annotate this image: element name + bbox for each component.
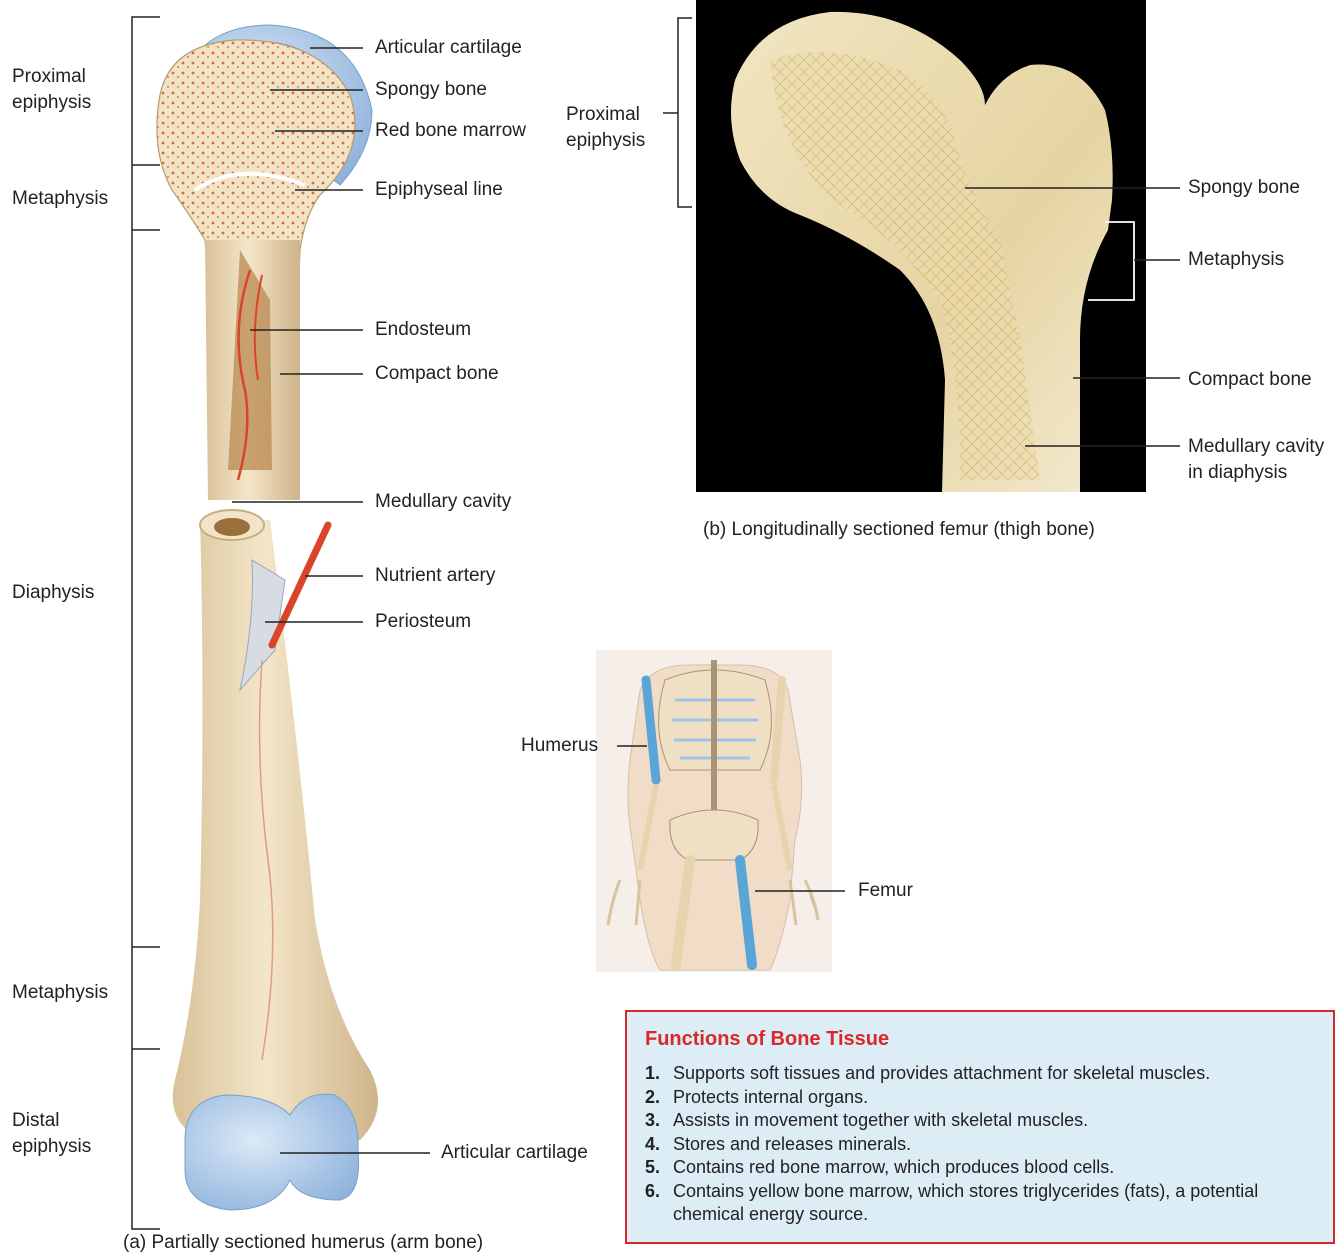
humerus-articular-cartilage-bottom <box>185 1094 359 1210</box>
humerus-label-metaphysis-top: Metaphysis <box>12 186 108 212</box>
femur-label-proximal-epiphysis: Proximal epiphysis <box>566 102 645 154</box>
femur-photo <box>696 0 1146 492</box>
humerus-label-compact-bone: Compact bone <box>375 361 499 387</box>
femur-label-spongy-bone: Spongy bone <box>1188 175 1300 201</box>
functions-item-text: Protects internal organs. <box>673 1087 868 1107</box>
functions-item-text: Assists in movement together with skelet… <box>673 1110 1088 1130</box>
humerus-label-red-bone-marrow: Red bone marrow <box>375 118 526 144</box>
humerus-label-distal-epiphysis: Distal epiphysis <box>12 1108 91 1160</box>
functions-list: 1.Supports soft tissues and provides att… <box>645 1062 1333 1227</box>
humerus-caption: (a) Partially sectioned humerus (arm bon… <box>123 1232 483 1254</box>
humerus-label-medullary-cavity: Medullary cavity <box>375 489 511 515</box>
femur-caption: (b) Longitudinally sectioned femur (thig… <box>703 519 1095 541</box>
functions-item-text: Contains red bone marrow, which produces… <box>673 1157 1114 1177</box>
functions-item: 1.Supports soft tissues and provides att… <box>645 1062 1333 1086</box>
skeleton-label-femur: Femur <box>858 878 913 904</box>
functions-item: 4.Stores and releases minerals. <box>645 1133 1333 1157</box>
functions-title: Functions of Bone Tissue <box>645 1028 889 1051</box>
humerus-label-endosteum: Endosteum <box>375 317 471 343</box>
humerus-label-spongy-bone: Spongy bone <box>375 77 487 103</box>
functions-item: 5.Contains red bone marrow, which produc… <box>645 1156 1333 1180</box>
humerus-label-nutrient-artery: Nutrient artery <box>375 563 495 589</box>
functions-item-number: 3. <box>645 1109 673 1133</box>
femur-label-metaphysis: Metaphysis <box>1188 247 1284 273</box>
functions-item-text: Supports soft tissues and provides attac… <box>673 1063 1210 1083</box>
humerus-label-epiphyseal-line: Epiphyseal line <box>375 177 503 203</box>
functions-item-number: 4. <box>645 1133 673 1157</box>
functions-box: Functions of Bone Tissue 1.Supports soft… <box>625 1010 1335 1244</box>
humerus-label-diaphysis: Diaphysis <box>12 580 94 606</box>
functions-item-number: 5. <box>645 1156 673 1180</box>
functions-item-number: 6. <box>645 1180 673 1204</box>
functions-item-text: Contains yellow bone marrow, which store… <box>673 1181 1258 1225</box>
humerus-label-metaphysis-bottom: Metaphysis <box>12 980 108 1006</box>
skeleton-label-humerus: Humerus <box>521 733 598 759</box>
functions-item: 3.Assists in movement together with skel… <box>645 1109 1333 1133</box>
functions-item: 6.Contains yellow bone marrow, which sto… <box>645 1180 1333 1227</box>
humerus-label-articular-cartilage-bottom: Articular cartilage <box>441 1140 588 1166</box>
functions-item-number: 1. <box>645 1062 673 1086</box>
humerus-label-periosteum: Periosteum <box>375 609 471 635</box>
femur-label-compact-bone: Compact bone <box>1188 367 1312 393</box>
functions-item: 2.Protects internal organs. <box>645 1086 1333 1110</box>
functions-item-number: 2. <box>645 1086 673 1110</box>
humerus-label-articular-cartilage-top: Articular cartilage <box>375 35 522 61</box>
humerus-region-brackets <box>132 17 160 1229</box>
humerus-illustration <box>157 25 378 1210</box>
femur-label-medullary-cavity: Medullary cavity in diaphysis <box>1188 434 1324 486</box>
functions-item-text: Stores and releases minerals. <box>673 1134 911 1154</box>
humerus-label-proximal-epiphysis: Proximal epiphysis <box>12 64 91 116</box>
skeleton-inset <box>596 650 832 972</box>
